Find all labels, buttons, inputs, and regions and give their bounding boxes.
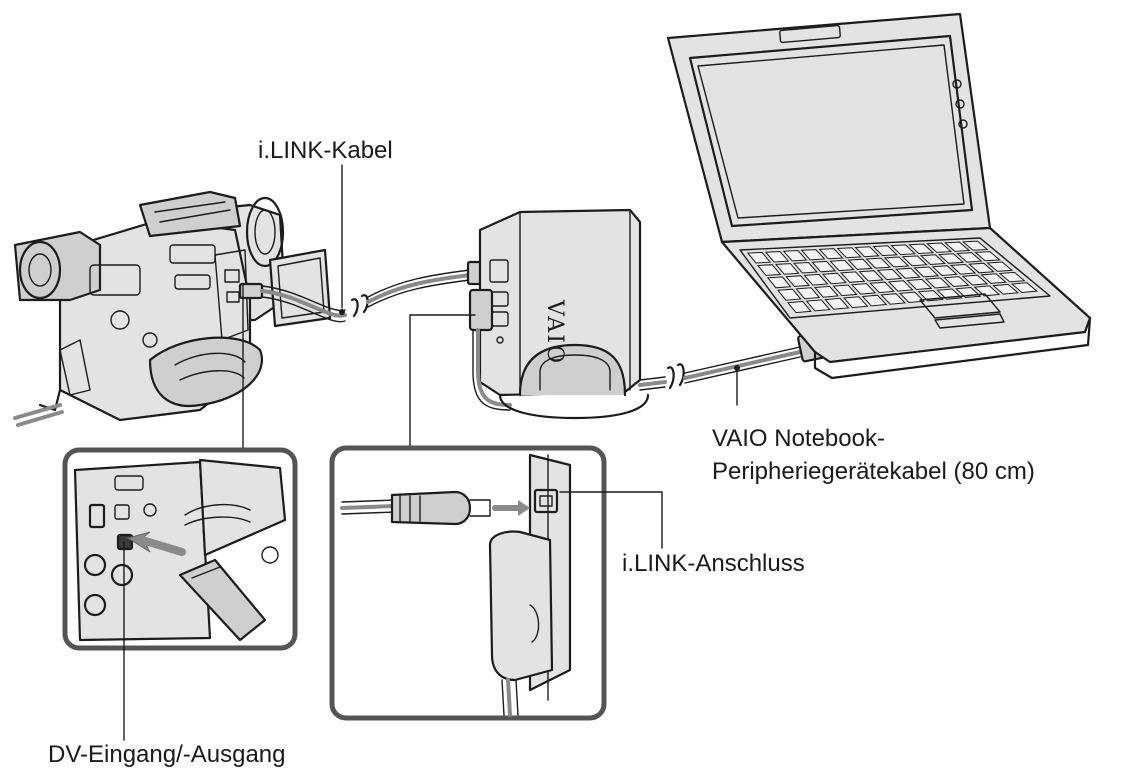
keyboard-key: [821, 272, 847, 285]
keyboard-key: [887, 280, 914, 292]
keyboard-key: [832, 284, 858, 297]
label-ilink-cable: i.LINK-Kabel: [258, 137, 393, 164]
notebook-touchpad: [919, 293, 1005, 329]
keyboard-key: [746, 251, 772, 264]
keyboard-key: [894, 267, 921, 279]
camcorder-illustration: [13, 190, 332, 427]
keyboard-key: [961, 240, 989, 251]
keyboard-key: [836, 247, 862, 259]
keyboard-key: [880, 293, 907, 305]
keyboard-key: [980, 273, 1008, 284]
keyboard-key: [764, 250, 790, 263]
keyboard-key: [973, 285, 1001, 297]
label-vaio-cable-line2: Peripheriegerätekabel (80 cm): [712, 458, 1035, 485]
keyboard-key: [926, 242, 953, 253]
ilink-port-inset: [329, 314, 663, 721]
keyboard-key: [800, 249, 826, 261]
keyboard-key: [908, 243, 935, 255]
keyboard-key: [956, 252, 983, 263]
keyboard-key: [805, 299, 831, 312]
dv-port-inset: [62, 284, 298, 741]
keyboard-key: [872, 245, 898, 257]
keyboard-key: [919, 254, 946, 266]
keyboard-key: [992, 283, 1020, 295]
keyboard-key: [906, 278, 933, 291]
label-dv-port: DV-Eingang/-Ausgang: [48, 741, 286, 768]
keyboard-key: [858, 270, 884, 282]
label-ilink-port: i.LINK-Anschluss: [622, 550, 805, 577]
keyboard-key: [883, 256, 910, 268]
keyboard-key: [943, 276, 970, 288]
keyboard-key: [782, 249, 808, 262]
keyboard-key: [1010, 282, 1039, 294]
keyboard-key: [876, 268, 903, 281]
keyboard-key: [847, 258, 873, 270]
keyboard-key: [811, 260, 837, 273]
keyboard-key: [901, 255, 928, 267]
keyboard-key: [785, 275, 811, 287]
keyboard-key: [937, 253, 965, 264]
keyboard-key: [974, 251, 1001, 262]
keyboard-key: [756, 264, 782, 276]
keyboard-key: [766, 276, 792, 289]
vaio-logo: VAIO: [542, 299, 567, 365]
keyboard-key: [931, 265, 958, 277]
keyboard-key: [865, 257, 892, 269]
keyboard-key: [829, 259, 855, 272]
keyboard-key: [998, 271, 1026, 283]
vaio-notebook-illustration: [666, 12, 1092, 380]
keyboard-key: [943, 241, 971, 252]
keyboard-key: [968, 262, 995, 274]
keyboard-key: [840, 271, 866, 283]
keyboard-key: [961, 274, 989, 286]
keyboard-key: [813, 285, 840, 298]
keyboard-key: [793, 261, 818, 274]
notebook-keyboard: [746, 240, 1039, 314]
keyboard-key: [854, 246, 880, 258]
keyboard-key: [776, 288, 802, 301]
vaio-peripheral-cable-graphic: [638, 329, 833, 406]
keyboard-key: [949, 263, 977, 275]
keyboard-key: [850, 283, 877, 295]
keyboard-key: [774, 263, 800, 275]
keyboard-key: [818, 248, 844, 260]
keyboard-key: [890, 244, 917, 256]
keyboard-key: [842, 296, 869, 309]
keyboard-key: [924, 277, 951, 289]
keyboard-key: [986, 261, 1014, 272]
keyboard-key: [898, 291, 925, 304]
keyboard-key: [786, 300, 812, 314]
keyboard-key: [824, 297, 850, 310]
keyboard-key: [861, 294, 888, 307]
label-vaio-cable-line1: VAIO Notebook-: [712, 425, 885, 452]
keyboard-key: [869, 281, 895, 294]
keyboard-key: [795, 287, 821, 300]
keyboard-key: [803, 273, 829, 286]
keyboard-key: [913, 266, 940, 278]
vaio-external-drive: [468, 208, 650, 420]
